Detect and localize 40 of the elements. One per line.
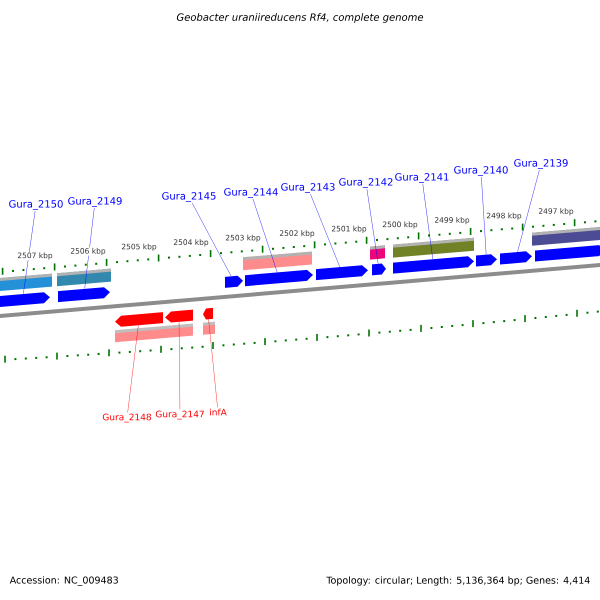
- gene-feature: [476, 254, 497, 266]
- leader-line: [23, 210, 36, 294]
- gene-label: Gura_2147: [156, 410, 204, 420]
- leader-line: [310, 194, 340, 268]
- leader-line: [481, 176, 486, 255]
- gene-label: Gura_2141: [395, 173, 448, 183]
- leader-line: [252, 198, 278, 272]
- gene-label: Gura_2145: [162, 192, 216, 202]
- gene-label: Gura_2140: [454, 166, 508, 176]
- footer-text: Accession: NC_009483: [10, 576, 118, 586]
- gene-label: Gura_2148: [102, 414, 152, 422]
- gene-label: Gura_2142: [339, 178, 392, 188]
- leader-line: [208, 319, 218, 408]
- gene-feature: [500, 251, 532, 264]
- gene-feature: [225, 276, 243, 288]
- leader-line: [192, 202, 232, 276]
- gene-feature: [203, 308, 213, 320]
- gene-label: Gura_2149: [68, 197, 122, 207]
- gene-feature: [245, 270, 313, 286]
- gene-feature: [58, 287, 110, 302]
- gene-label: Gura_2150: [9, 200, 63, 210]
- leader-line: [366, 188, 378, 264]
- gene-feature: [535, 245, 600, 262]
- title: Geobacter uraniireducens Rf4, complete genome: [176, 13, 424, 23]
- gene-feature: [115, 312, 163, 327]
- gene-label: Gura_2139: [514, 159, 568, 169]
- gene-feature: [393, 256, 474, 274]
- gene-feature: [372, 264, 386, 276]
- gene-label: infA: [210, 408, 227, 416]
- leader-line: [127, 325, 138, 413]
- gene-feature: [0, 292, 50, 308]
- leader-line: [422, 184, 433, 260]
- gene-label: Gura_2143: [281, 183, 335, 193]
- leader-line: [517, 170, 540, 252]
- gene-feature: [316, 265, 368, 280]
- gene-feature: [165, 310, 193, 322]
- footer-text: Topology: circular; Length: 5,136,364 bp; Genes: 4,414: [326, 576, 590, 586]
- leader-line: [178, 322, 180, 410]
- leader-line: [84, 208, 94, 289]
- gene-label: Gura_2144: [224, 188, 278, 198]
